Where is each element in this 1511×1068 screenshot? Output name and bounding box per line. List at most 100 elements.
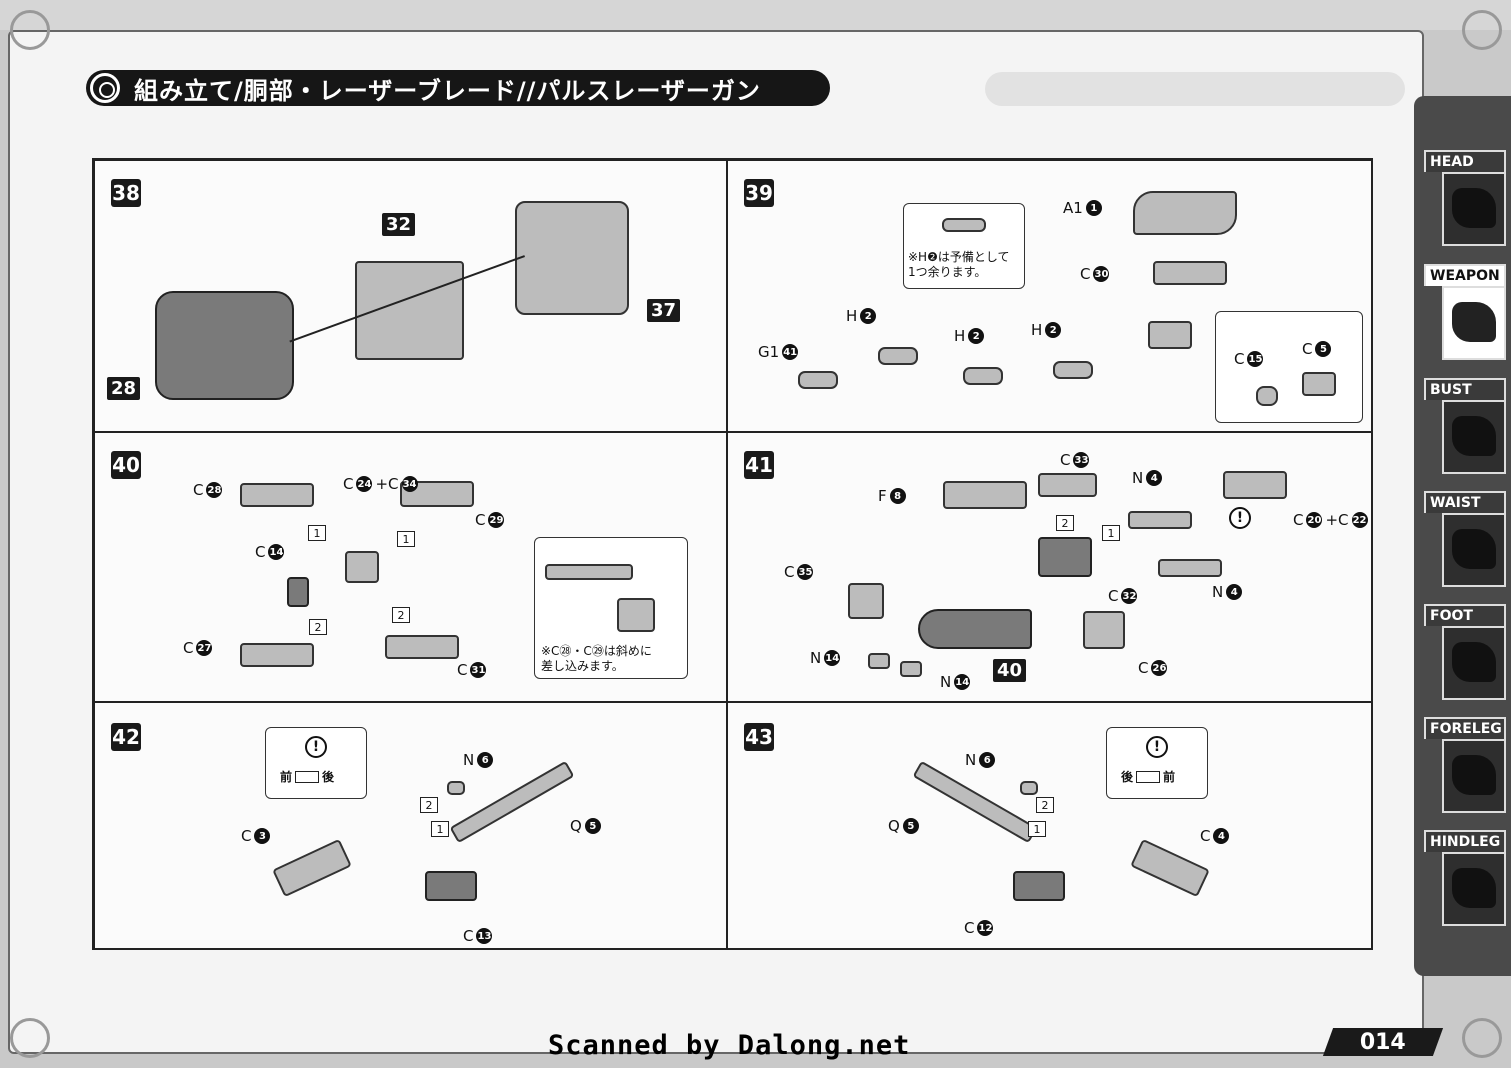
- order-number: 2: [309, 619, 327, 635]
- waist-thumbnail-icon: [1442, 513, 1506, 587]
- part-c28-illustration: [240, 483, 314, 507]
- spare-part-illustration: [942, 218, 986, 232]
- tab-weapon[interactable]: WEAPON: [1424, 264, 1506, 360]
- part-q5-illustration: [449, 760, 575, 844]
- step-number: 43: [744, 723, 774, 751]
- gear-icon: [90, 73, 120, 103]
- weapon-thumbnail-icon: [1442, 286, 1506, 360]
- part-c12-illustration: [1013, 871, 1065, 901]
- order-number: 2: [1056, 515, 1074, 531]
- part-c14-illustration: [287, 577, 309, 607]
- note-box: ※H❷は予備として 1つ余ります。: [903, 203, 1025, 289]
- order-number: 1: [431, 821, 449, 837]
- order-number: 1: [308, 525, 326, 541]
- tab-label: WEAPON: [1424, 264, 1506, 286]
- spare-note: ※H❷は予備として 1つ余ります。: [908, 250, 1010, 279]
- tab-label: HINDLEG: [1424, 830, 1506, 852]
- hindleg-thumbnail-icon: [1442, 852, 1506, 926]
- part-tag-40: 40: [993, 659, 1027, 682]
- bust-thumbnail-icon: [1442, 400, 1506, 474]
- order-number: 2: [1036, 797, 1054, 813]
- part-c26-illustration: [1083, 611, 1125, 649]
- part-c24-illustration: [345, 551, 379, 583]
- part-c20-illustration: [1223, 471, 1287, 499]
- part-n14-illustration: [900, 661, 922, 677]
- foreleg-thumbnail-icon: [1442, 739, 1506, 813]
- order-number: 1: [397, 531, 415, 547]
- part-detail-illustration: [545, 564, 633, 580]
- part-c27-illustration: [240, 643, 314, 667]
- part-c4-illustration: [1130, 838, 1210, 898]
- caution-icon: !: [1229, 507, 1251, 529]
- tab-bust[interactable]: BUST: [1424, 378, 1506, 474]
- tab-head[interactable]: HEAD: [1424, 150, 1506, 246]
- order-number: 1: [1028, 821, 1046, 837]
- part-detail-illustration: [617, 598, 655, 632]
- direction-label: 前後: [280, 770, 335, 784]
- part-g141-illustration: [798, 371, 838, 389]
- tab-hindleg[interactable]: HINDLEG: [1424, 830, 1506, 926]
- tab-foreleg[interactable]: FORELEG: [1424, 717, 1506, 813]
- part-tag-28: 28: [107, 377, 141, 400]
- caution-icon: !: [305, 736, 327, 758]
- part-tag-32: 32: [382, 213, 416, 236]
- step-number: 38: [111, 179, 141, 207]
- insert-note: ※C㉘・C㉙は斜めに 差し込みます。: [541, 644, 652, 673]
- corner-gear-icon: [10, 10, 50, 50]
- part-h2-illustration: [963, 367, 1003, 385]
- page-title-text: 組み立て/胴部・レーザーブレード//パルスレーザーガン: [134, 76, 761, 105]
- tab-label: FORELEG: [1424, 717, 1506, 739]
- direction-box: ! 後前: [1106, 727, 1208, 799]
- foot-thumbnail-icon: [1442, 626, 1506, 700]
- note-box: ※C㉘・C㉙は斜めに 差し込みます。: [534, 537, 688, 679]
- part-n4-illustration: [1128, 511, 1192, 529]
- tab-foot[interactable]: FOOT: [1424, 604, 1506, 700]
- part-tag-37: 37: [647, 299, 681, 322]
- tab-label: WAIST: [1424, 491, 1506, 513]
- part-f8-illustration: [943, 481, 1027, 509]
- corner-gear-icon: [1462, 1018, 1502, 1058]
- part-c35-illustration: [848, 583, 884, 619]
- tab-label: BUST: [1424, 378, 1506, 400]
- part-h2-illustration: [1053, 361, 1093, 379]
- part-c13-illustration: [425, 871, 477, 901]
- part-c5-illustration: [1302, 372, 1336, 396]
- part-32-illustration: [355, 261, 464, 360]
- tab-waist[interactable]: WAIST: [1424, 491, 1506, 587]
- page-title: 組み立て/胴部・レーザーブレード//パルスレーザーガン: [86, 70, 830, 106]
- part-c3-illustration: [272, 838, 352, 898]
- direction-box: ! 前後: [265, 727, 367, 799]
- head-thumbnail-icon: [1442, 172, 1506, 246]
- order-number: 2: [392, 607, 410, 623]
- part-28-illustration: [155, 291, 294, 400]
- part-c15-illustration: [1256, 386, 1278, 406]
- part-c33-illustration: [1038, 473, 1097, 497]
- step-number: 39: [744, 179, 774, 207]
- part-c31-illustration: [385, 635, 459, 659]
